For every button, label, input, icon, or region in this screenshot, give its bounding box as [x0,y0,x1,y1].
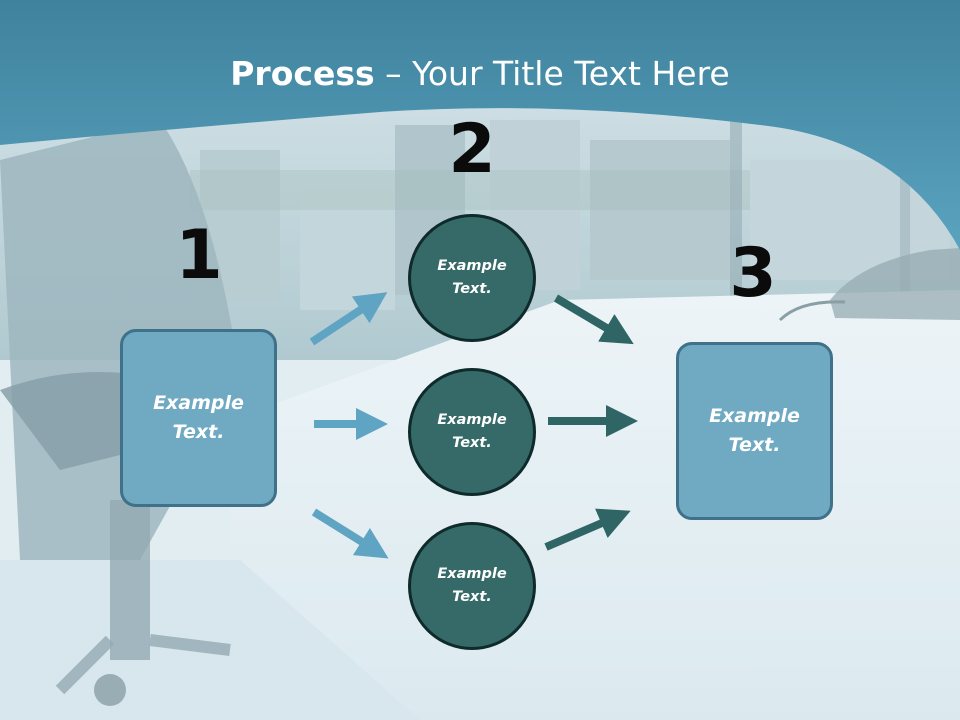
step-3-box: Example Text. [676,342,833,520]
step-number-1: 1 [175,216,223,295]
step-number-2: 2 [448,110,496,189]
title-bold: Process [230,54,375,93]
arrow-bottom-to-right [544,508,631,551]
arrow-top-to-right [553,294,634,345]
slide-title: Process – Your Title Text Here [0,52,960,96]
step-number-3: 3 [729,234,777,313]
step-2-circle-bottom: Example Text. [408,522,536,650]
step-1-box: Example Text. [120,329,277,507]
arrow-left-to-bottom [311,508,389,559]
step-2-circle-middle: Example Text. [408,368,536,496]
title-rest: – Your Title Text Here [374,54,730,93]
arrow-left-to-top [309,292,388,346]
step-2-circle-top: Example Text. [408,214,536,342]
